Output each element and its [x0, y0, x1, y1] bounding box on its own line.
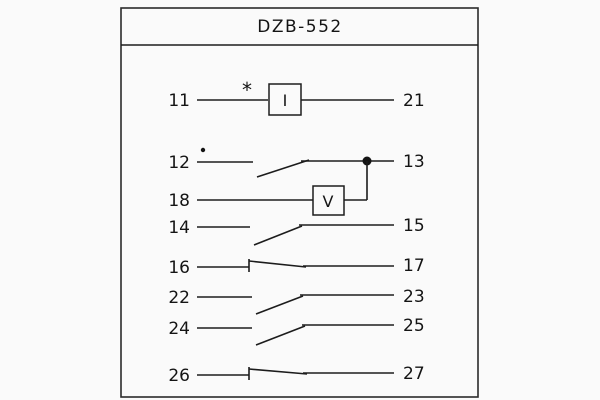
terminal-26-label: 26: [168, 366, 190, 386]
terminal-14-label: 14: [168, 218, 190, 238]
voltage-coil-label: V: [323, 192, 334, 211]
contact-blade-26-27: [248, 368, 308, 375]
terminal-27-label: 27: [403, 364, 425, 384]
current-coil-label: I: [283, 91, 288, 110]
terminal-18-label: 18: [168, 191, 190, 211]
contact-blade-22-23: [255, 295, 304, 315]
polarity-star-icon: *: [242, 78, 252, 102]
terminal-11-label: 11: [168, 91, 190, 111]
polarity-dot-icon: [200, 147, 206, 153]
terminal-15-label: 15: [403, 216, 425, 236]
voltage-coil-box: [312, 185, 345, 216]
terminal-24-label: 24: [168, 319, 190, 339]
terminal-21-label: 21: [403, 91, 425, 111]
diagram-border: [120, 7, 479, 398]
diagram-title: DZB-552: [257, 17, 342, 37]
terminal-12-label: 12: [168, 153, 190, 173]
contact-blade-16-17: [248, 260, 307, 268]
current-coil-box: [268, 83, 302, 116]
contact-blade-12-13: [256, 159, 310, 178]
terminal-25-label: 25: [403, 316, 425, 336]
terminal-16-label: 16: [168, 258, 190, 278]
terminal-17-label: 17: [403, 256, 425, 276]
terminal-23-label: 23: [403, 287, 425, 307]
terminal-22-label: 22: [168, 288, 190, 308]
contact-blade-14-15: [253, 225, 303, 246]
terminal-13-label: 13: [403, 152, 425, 172]
contact-blade-24-25: [255, 325, 306, 346]
